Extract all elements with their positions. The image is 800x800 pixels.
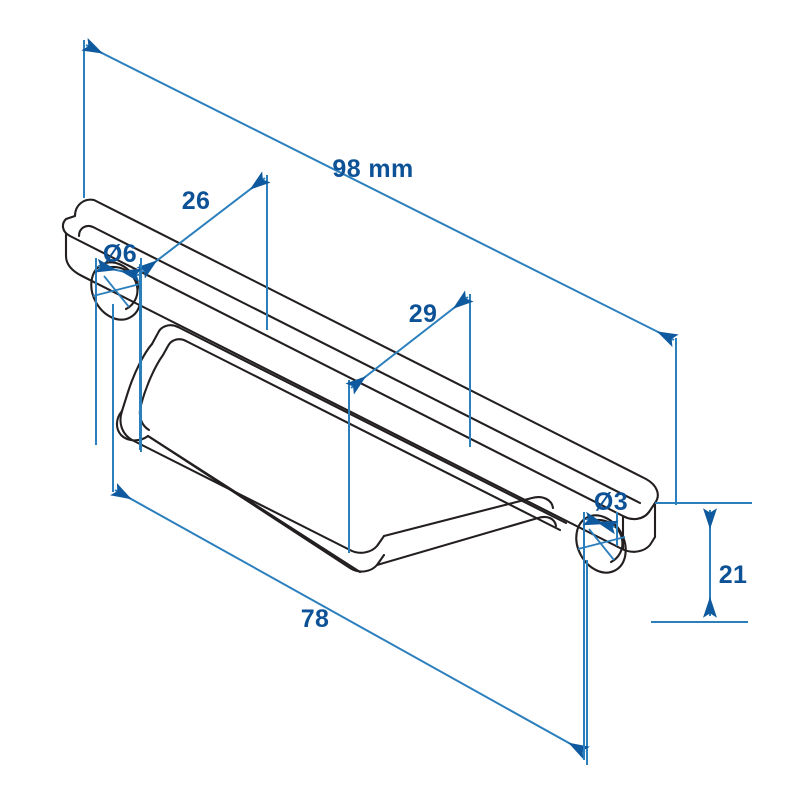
dimension-recess-length: 78 [110, 304, 590, 765]
plate-right-end-face-inner [621, 510, 651, 551]
plate-top-inner-edge [77, 224, 642, 505]
dimension-hole-offset: 26 [136, 171, 271, 450]
dim-label-o3: Ø3 [594, 488, 628, 516]
part-outline-group [61, 198, 659, 574]
recess-ramp-to-plate [375, 515, 558, 567]
dim-line-o6 [94, 258, 143, 283]
dimension-plate-width: 21 [651, 502, 752, 623]
dim-line-26 [136, 171, 271, 279]
dimension-hole-large: Ø6 [94, 240, 143, 452]
dimension-overall-length: 98 mm [81, 37, 679, 505]
plate-front-face-edge [64, 232, 657, 553]
plate-top-face-outline [61, 198, 659, 521]
recess-floor-front-edge [119, 409, 386, 554]
recess-front-wall [120, 342, 154, 413]
dim-label-98: 98 mm [332, 155, 413, 183]
dim-label-21: 21 [719, 561, 748, 589]
dim-line-78 [110, 483, 590, 759]
dim-label-o6: Ø6 [103, 240, 137, 268]
dim-line-29 [345, 290, 474, 395]
dim-label-78: 78 [301, 605, 330, 633]
recess-ramp-edge [146, 434, 362, 574]
dim-line-98 [81, 37, 679, 348]
dim-label-26: 26 [182, 187, 211, 215]
dim-line-o3 [582, 511, 619, 535]
dimension-hole-small: Ø3 [582, 488, 628, 760]
dim-label-29: 29 [409, 300, 438, 328]
